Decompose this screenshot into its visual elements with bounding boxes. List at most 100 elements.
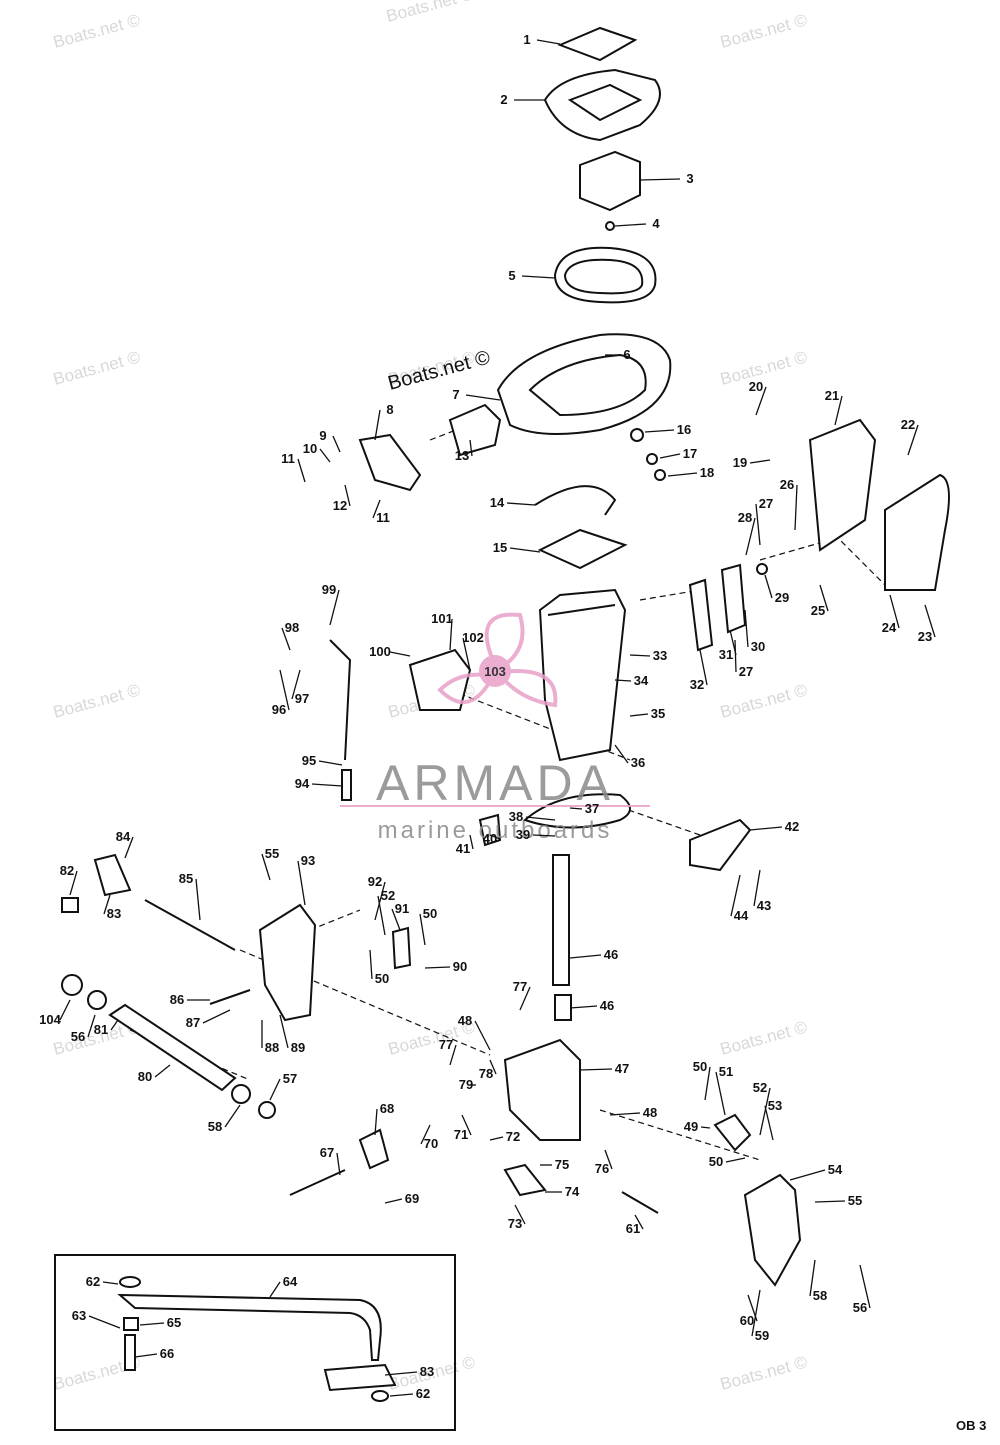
part-label: 96 (272, 702, 286, 717)
leader-line (764, 574, 773, 599)
part-label: 52 (753, 1080, 767, 1095)
leader-line (319, 448, 331, 463)
leader-line (269, 1281, 281, 1298)
part-label: 4 (652, 216, 660, 231)
part-label: 18 (700, 465, 714, 480)
leader-line (374, 1108, 378, 1136)
leader-line (644, 429, 675, 433)
leader-line (506, 502, 536, 506)
part-label: 98 (285, 620, 299, 635)
brand-logo: 103 ARMADA marine outboards (340, 612, 650, 844)
leader-line (449, 618, 453, 651)
part-label: 9 (319, 428, 326, 443)
leader-line (834, 395, 843, 426)
part-label: 101 (431, 611, 453, 626)
leader-line (281, 627, 291, 651)
part-label: 77 (513, 979, 527, 994)
part-label: 32 (690, 677, 704, 692)
part-label: 27 (739, 664, 753, 679)
part-label: 95 (302, 753, 316, 768)
leader-line (699, 649, 708, 686)
part-46-drive-shaft (552, 854, 570, 986)
part-label: 50 (423, 906, 437, 921)
part-label: 56 (853, 1300, 867, 1315)
part-61-pin (621, 1191, 659, 1214)
leader-line (224, 1104, 241, 1128)
part-85-rod (144, 899, 236, 951)
leader-line (819, 584, 829, 612)
watermark-text: Boats.net © (51, 347, 142, 389)
leader-line (604, 1149, 613, 1170)
leader-line (291, 669, 301, 700)
part-label: 93 (301, 853, 315, 868)
leader-line (659, 453, 681, 459)
part-label: 24 (882, 620, 897, 635)
part-label: 5 (508, 268, 515, 283)
leader-line (745, 517, 756, 556)
part-99-rod (329, 639, 352, 761)
leader-line (809, 1259, 816, 1297)
leader-line (525, 816, 556, 821)
leader-line (389, 1393, 414, 1397)
part-label: 40 (483, 831, 497, 846)
leader-line (519, 986, 531, 1011)
part-label: 27 (759, 496, 773, 511)
part-label: 71 (454, 1127, 468, 1142)
brand-tagline: marine outboards (378, 817, 613, 844)
leader-line (424, 966, 451, 969)
part-8-bracket (358, 433, 422, 492)
watermark-text: Boats.net © (718, 680, 809, 722)
part-94-sleeve (341, 769, 352, 801)
part-83-lever (93, 853, 132, 897)
part-label: 65 (167, 1315, 181, 1330)
leader-line (297, 458, 306, 483)
leader-line (474, 1020, 491, 1051)
part-label: 92 (368, 874, 382, 889)
leader-line (384, 1198, 403, 1204)
part-label: 7 (452, 387, 459, 402)
part-label: 33 (653, 648, 667, 663)
watermark-text: Boats.net © (51, 10, 142, 52)
part-label: 50 (693, 1059, 707, 1074)
part-93-clamp-bracket (258, 903, 317, 1022)
leader-line (755, 503, 761, 546)
leader-line (420, 1124, 431, 1145)
leader-line (907, 424, 919, 456)
part-label: 62 (86, 1274, 100, 1289)
leader-line (311, 783, 343, 787)
part-label: 14 (490, 495, 505, 510)
part-label: 68 (380, 1101, 394, 1116)
part-label: 43 (757, 898, 771, 913)
part-label: 35 (651, 706, 665, 721)
part-1-gasket (557, 26, 638, 62)
part-58-nut (231, 1084, 251, 1104)
leader-line (202, 1009, 231, 1024)
leader-line (667, 472, 698, 477)
part-56-nut (87, 990, 107, 1010)
leader-line (124, 836, 134, 859)
part-label: 50 (709, 1154, 723, 1169)
part-label: 15 (493, 540, 507, 555)
parts (61, 26, 950, 1287)
part-label: 61 (626, 1221, 640, 1236)
part-label: 70 (424, 1136, 438, 1151)
leader-line (103, 894, 111, 915)
part-15-gasket (537, 528, 628, 570)
part-3-cover (579, 150, 641, 212)
part-24-lower-cover (884, 473, 950, 591)
part-label: 46 (604, 947, 618, 962)
part-label: 37 (585, 801, 599, 816)
part-label: 73 (508, 1216, 522, 1231)
leader-line (469, 439, 473, 457)
part-label: 49 (684, 1119, 698, 1134)
part-label: 47 (615, 1061, 629, 1076)
part-64-steering-arm (117, 1293, 382, 1361)
leader-line (579, 1068, 613, 1071)
leader-line (569, 954, 602, 959)
part-label: 26 (780, 477, 794, 492)
leader-line (419, 913, 426, 946)
part-label: 91 (395, 901, 409, 916)
part-label: 41 (456, 841, 470, 856)
part-label: 25 (811, 603, 825, 618)
